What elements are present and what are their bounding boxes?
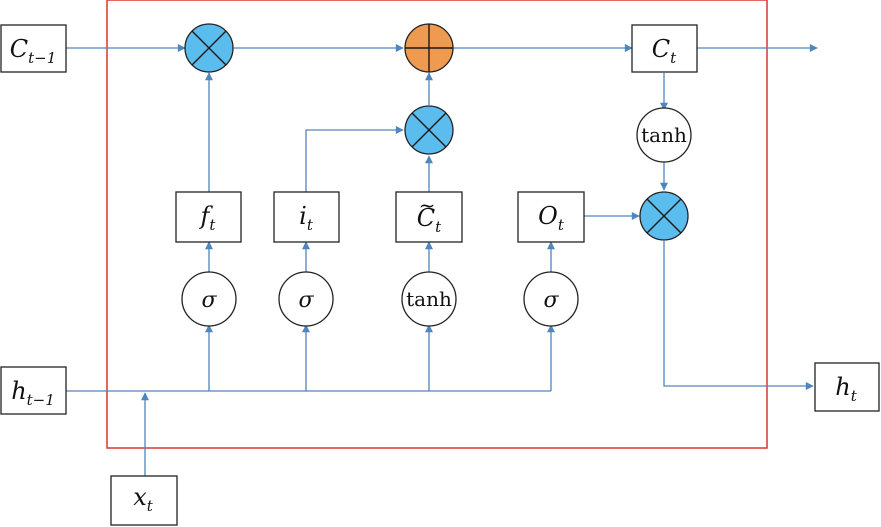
- it-box: it: [273, 191, 340, 243]
- ct-label: Ct: [652, 35, 677, 67]
- sigma-forget-node: σ: [181, 271, 237, 327]
- output-multiply-node: [639, 191, 689, 241]
- forget-multiply-node: [184, 23, 234, 73]
- tanh-cell-node: tanh: [636, 107, 692, 163]
- ot-label: Ot: [538, 202, 565, 234]
- sigma-forget-label: σ: [201, 288, 217, 313]
- tanh-candidate-label: tanh: [406, 287, 452, 311]
- sigma-input-node: σ: [278, 271, 334, 327]
- cell-boundary: [106, 0, 768, 449]
- c-prev-label: Ct−1: [10, 35, 57, 67]
- arrow-it-to-input-mult: [305, 126, 404, 192]
- arrow-output-mult-to-ht: [663, 241, 814, 390]
- sigma-output-node: σ: [523, 271, 579, 327]
- sigma-output-label: σ: [543, 288, 559, 313]
- h-prev-label: ht−1: [11, 377, 55, 409]
- c-prev-box: Ct−1: [0, 24, 67, 73]
- add-node: [404, 23, 454, 73]
- xt-label: xt: [133, 483, 154, 515]
- ft-box: ft: [175, 191, 242, 243]
- it-label: it: [299, 202, 314, 234]
- tanh-cell-label: tanh: [641, 123, 687, 147]
- tanh-candidate-node: tanh: [401, 271, 457, 327]
- ct-box: Ct: [631, 24, 698, 73]
- c-tilde-accent: ~: [419, 193, 436, 217]
- xt-box: xt: [110, 475, 178, 526]
- h-prev-box: ht−1: [0, 366, 67, 415]
- ot-box: Ot: [517, 191, 585, 243]
- ht-box: ht: [814, 362, 880, 412]
- connections: [66, 44, 818, 476]
- c-tilde-label: Ct: [417, 204, 442, 236]
- sigma-input-label: σ: [298, 288, 314, 313]
- input-multiply-node: [404, 105, 454, 155]
- c-tilde-box: ~ Ct: [395, 191, 463, 243]
- ht-label: ht: [835, 373, 857, 405]
